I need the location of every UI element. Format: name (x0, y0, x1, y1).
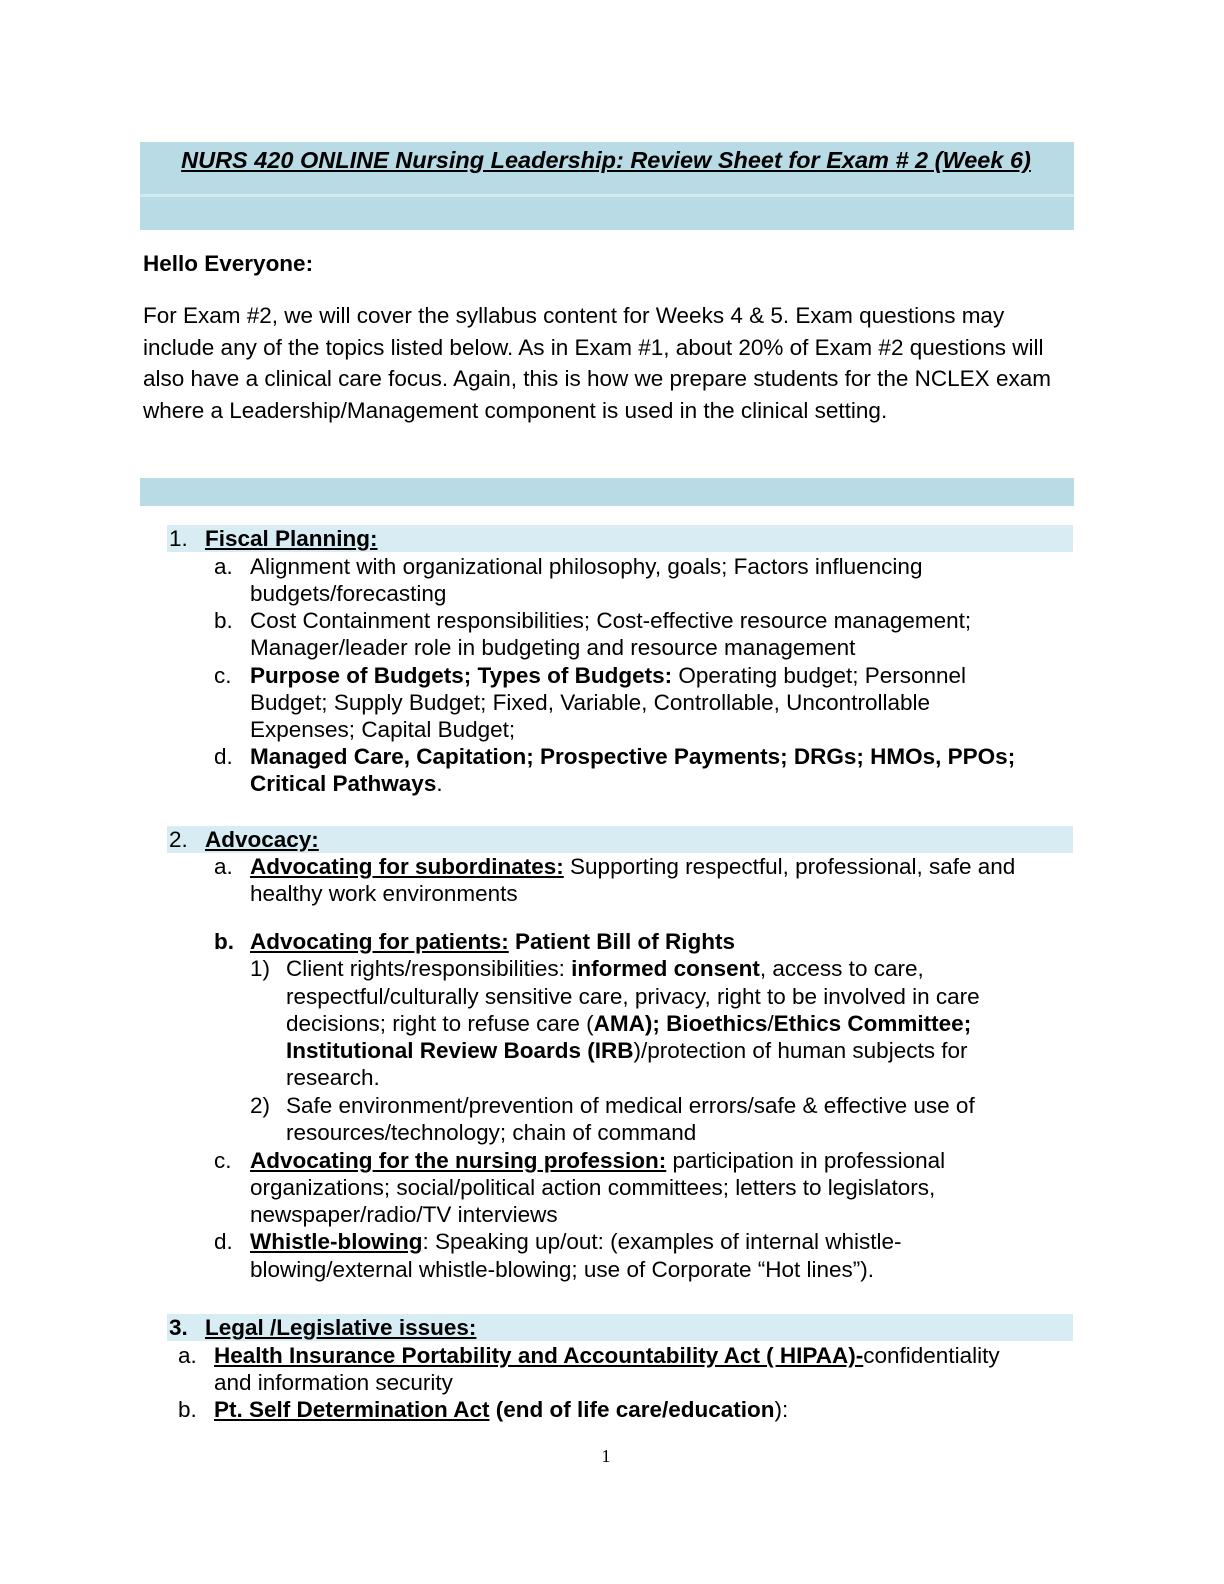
list-item-text: Purpose of Budgets; Types of Budgets: Op… (250, 662, 966, 689)
bold-label: AMA); Bioethics (593, 1011, 768, 1036)
inline-text: Patient Bill of Rights (508, 929, 736, 954)
list-item-text: budgets/forecasting (250, 581, 447, 606)
inline-text: Supporting respectful, professional, saf… (563, 854, 1016, 879)
bold-label: Institutional Review Boards (IRB (286, 1038, 634, 1063)
underlined-label: Advocating for patients: (250, 929, 509, 954)
list-item-text: Critical Pathways. (250, 770, 443, 797)
list-item-text: Advocating for subordinates: Supporting … (250, 853, 1015, 880)
list-item-text: Advocating for patients: Patient Bill of… (250, 928, 735, 955)
section-number: 1. (169, 526, 188, 551)
list-item-text: blowing/external whistle-blowing; use of… (250, 1257, 875, 1282)
list-item-text: Advocating for the nursing profession: p… (250, 1147, 945, 1174)
list-marker: b. (214, 608, 233, 633)
list-item-text: resources/technology; chain of command (286, 1120, 697, 1145)
inline-text: ): (774, 1397, 789, 1422)
title-band (140, 142, 1074, 230)
inline-text: Operating budget; Personnel (672, 663, 967, 688)
title-band-bottom (140, 197, 1074, 230)
list-item-text: healthy work environments (250, 881, 518, 906)
title-band-top (140, 142, 1074, 194)
inline-text: confidentiality (863, 1343, 1000, 1368)
inline-text: participation in professional (666, 1148, 946, 1173)
list-marker: b. (178, 1397, 197, 1422)
underlined-label: Pt. Self Determination Act (214, 1397, 490, 1422)
list-marker: a. (178, 1343, 197, 1368)
list-item-text: newspaper/radio/TV interviews (250, 1202, 558, 1227)
inline-text: / (767, 1011, 774, 1036)
inline-text: , access to care, (759, 956, 924, 981)
list-item-text: and information security (214, 1370, 453, 1395)
list-item-text: Managed Care, Capitation; Prospective Pa… (250, 744, 1016, 769)
inline-text: decisions; right to refuse care ( (286, 1011, 594, 1036)
page-number: 1 (601, 1446, 611, 1466)
list-item-text: respectful/culturally sensitive care, pr… (286, 984, 980, 1009)
underlined-label: Advocating for subordinates: (250, 854, 564, 879)
list-item-text: organizations; social/political action c… (250, 1175, 936, 1200)
inline-text: . (436, 771, 443, 796)
underlined-label: Health Insurance Portability and Account… (214, 1343, 864, 1368)
section-number: 2. (169, 827, 188, 852)
sub-list-marker: 1) (250, 956, 271, 981)
list-marker: a. (214, 554, 233, 579)
inline-text: )/protection of human subjects for (633, 1038, 968, 1063)
separator-band (140, 478, 1074, 506)
inline-text: Client rights/responsibilities: (286, 956, 572, 981)
list-item-text: Client rights/responsibilities: informed… (286, 955, 924, 982)
list-item-text: Health Insurance Portability and Account… (214, 1342, 1000, 1369)
bold-label: Ethics Committee; (773, 1011, 972, 1036)
list-item-text: Pt. Self Determination Act (end of life … (214, 1396, 788, 1423)
list-item-text: Alignment with organizational philosophy… (250, 554, 923, 579)
list-item-text: research. (286, 1065, 380, 1090)
section-band-legal (167, 1314, 1073, 1341)
inline-text: : Speaking up/out: (examples of internal… (422, 1229, 902, 1254)
list-marker: a. (214, 854, 233, 879)
bold-label: informed consent (571, 956, 760, 981)
list-marker: b. (214, 929, 234, 954)
intro-paragraph: For Exam #2, we will cover the syllabus … (143, 303, 1051, 423)
list-item-text: Cost Containment responsibilities; Cost-… (250, 608, 972, 633)
section-band-fiscal (167, 525, 1073, 552)
section-number: 3. (169, 1315, 188, 1340)
bold-label: (end of life care/education (489, 1397, 775, 1422)
section-heading-legal: Legal /Legislative issues: (205, 1315, 477, 1340)
list-item-text: Whistle-blowing: Speaking up/out: (examp… (250, 1228, 902, 1255)
bold-label: Purpose of Budgets; Types of Budgets: (250, 663, 673, 688)
list-marker: d. (214, 744, 233, 769)
underlined-label: Advocating for the nursing profession: (250, 1148, 667, 1173)
list-marker: d. (214, 1229, 233, 1254)
list-item-text: decisions; right to refuse care (AMA); B… (286, 1010, 971, 1037)
list-item-text: Institutional Review Boards (IRB)/protec… (286, 1037, 967, 1064)
list-item-text: Expenses; Capital Budget; (250, 717, 516, 742)
underlined-label: Whistle-blowing (250, 1229, 423, 1254)
list-marker: c. (214, 1148, 232, 1173)
list-item-text: Safe environment/prevention of medical e… (286, 1093, 975, 1118)
section-heading-advocacy: Advocacy: (205, 827, 319, 852)
greeting: Hello Everyone: (143, 251, 314, 276)
bold-label: Critical Pathways (250, 771, 437, 796)
section-heading-fiscal: Fiscal Planning: (205, 526, 378, 551)
list-item-text: Budget; Supply Budget; Fixed, Variable, … (250, 690, 930, 715)
sub-list-marker: 2) (250, 1093, 271, 1118)
list-marker: c. (214, 663, 232, 688)
list-item-text: Manager/leader role in budgeting and res… (250, 635, 856, 660)
page-title: NURS 420 ONLINE Nursing Leadership: Revi… (181, 147, 1031, 173)
section-band-advocacy (167, 826, 1073, 853)
